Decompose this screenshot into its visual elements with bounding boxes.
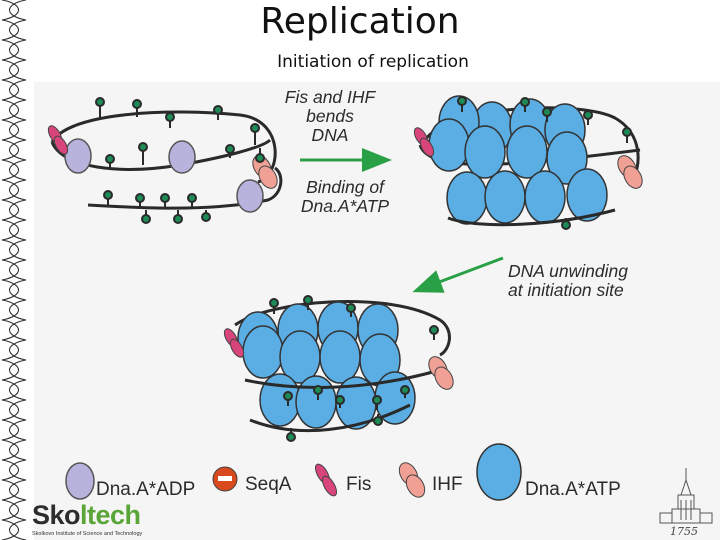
legend-ihf-symbol [398,462,426,498]
label-line: Dna.A*ATP [300,196,390,216]
stage2-dnaa-atp-cluster [413,95,643,230]
page-title: Replication [260,1,460,42]
ihf-protein-3 [428,356,454,390]
legend-seqa-label: SeqA [245,474,292,495]
dnaa-adp-1 [64,138,92,174]
dna-border-decoration [0,0,30,540]
label-line: DNA unwinding [508,261,628,281]
fis-protein-3 [223,328,245,358]
legend-dnaa-adp-symbol [65,462,95,500]
university-year: 1755 [670,525,698,538]
label-line: Binding of [306,177,384,197]
dnaa-adp-2 [168,140,196,174]
label-line: at initiation site [508,280,624,300]
label-fis-ihf-bends-dna: Fis and IHF bends DNA [280,88,380,145]
label-line: DNA [311,125,349,145]
dnaa-adp-3 [236,179,264,213]
legend-ihf-label: IHF [432,474,463,495]
label-dna-unwinding: DNA unwinding at initiation site [508,262,688,300]
logo-sko: Sko [32,500,81,530]
university-building-icon [659,468,713,524]
page-subtitle: Initiation of replication [277,52,469,72]
ihf-protein-2 [617,155,643,189]
logo-ltech: ltech [80,500,141,530]
logo-subtitle: Skolkovo Institute of Science and Techno… [32,531,143,537]
label-line: bends [306,106,354,126]
arrow-unwind [412,256,504,293]
legend-dnaa-adp-label: Dna.A*ADP [96,479,196,500]
skoltech-logo: Skoltech Skolkovo Institute of Science a… [30,500,152,537]
legend-dnaa-atp-symbol [476,443,522,501]
legend-fis-label: Fis [346,474,372,495]
stage3-unwound-dna [223,295,454,442]
logo-wordmark: Skoltech [32,500,141,531]
stage1-bent-dna [47,97,283,224]
legend-fis-symbol [315,463,337,497]
fis-protein [47,125,69,155]
legend-seqa-symbol [212,466,238,492]
legend [65,443,522,501]
label-line: Fis and IHF [284,87,376,107]
legend-dnaa-atp-label: Dna.A*ATP [525,479,621,500]
fis-protein-2 [413,127,435,157]
label-binding-dnaa-atp: Binding of Dna.A*ATP [290,178,400,216]
